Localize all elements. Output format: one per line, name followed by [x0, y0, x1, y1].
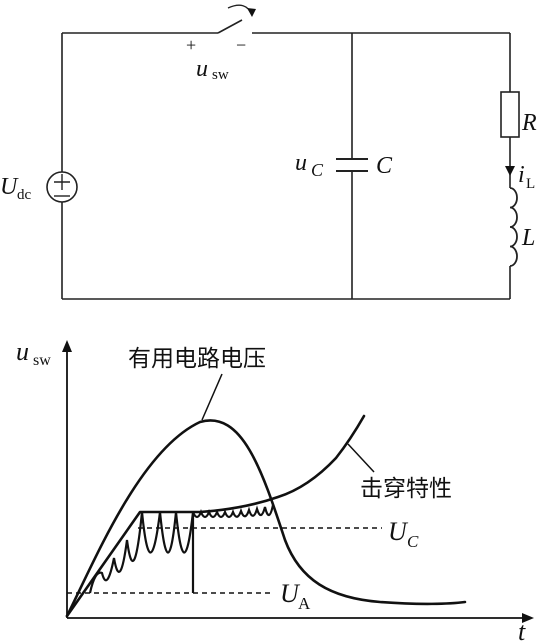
- level-ua-sub: A: [298, 594, 311, 613]
- level-uc-label: U: [388, 517, 409, 546]
- x-axis-label: t: [518, 617, 526, 642]
- breakdown-label: 击穿特性: [360, 476, 452, 502]
- dc-source-plus: [54, 174, 70, 190]
- y-axis-arrow: [62, 340, 72, 352]
- switch-blade: [217, 19, 243, 34]
- source-sub: dc: [17, 187, 32, 203]
- y-axis-label: u: [16, 337, 29, 366]
- breakdown-leader: [347, 443, 375, 473]
- switch-plus-label: +: [186, 35, 196, 55]
- capacitor-label: C: [376, 153, 393, 179]
- y-axis-sub: sw: [33, 352, 51, 369]
- useful-voltage-label: 有用电路电压: [128, 346, 266, 372]
- inductor-label: L: [521, 225, 535, 251]
- source-label: U: [0, 174, 19, 200]
- x-axis-arrow: [522, 613, 534, 623]
- inductor-coil: [509, 187, 518, 267]
- cap-voltage-sub: C: [311, 160, 324, 180]
- current-label: i: [518, 162, 525, 188]
- switch-voltage-label: u: [196, 56, 208, 82]
- resistor-symbol: [500, 91, 520, 138]
- useful-circuit-voltage-curve: [65, 419, 467, 618]
- voltage-graph: u sw t 有用电路电压 击穿特性 U C U A: [16, 337, 534, 642]
- cap-voltage-label: u: [295, 150, 307, 176]
- level-ua-label: U: [280, 579, 301, 608]
- switch-voltage-sub: sw: [212, 67, 229, 83]
- breakdown-characteristic-curve: [65, 414, 366, 618]
- useful-voltage-leader: [201, 373, 223, 421]
- circuit: + − u sw U dc u C C R i L L: [0, 4, 537, 300]
- current-arrow: [505, 166, 515, 176]
- switch-arrowhead: [247, 8, 256, 17]
- current-sub: L: [526, 176, 535, 192]
- level-uc-sub: C: [407, 532, 419, 551]
- breakdown-oscillations: [88, 504, 275, 594]
- switch-minus-label: −: [236, 35, 246, 55]
- resistor-label: R: [521, 110, 537, 136]
